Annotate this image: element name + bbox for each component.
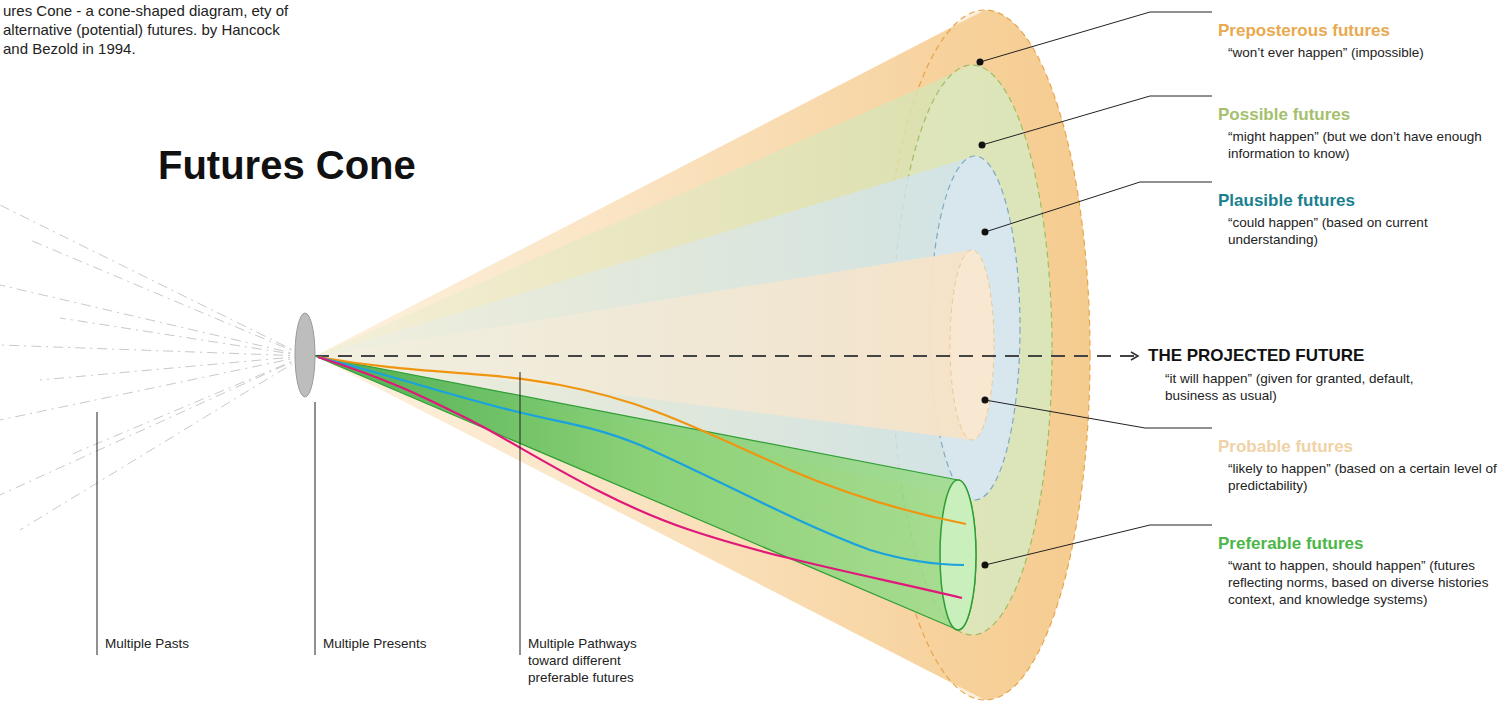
- category-description: “won’t ever happen” (impossible): [1228, 45, 1498, 62]
- projected-description: “it will happen” (given for granted, def…: [1165, 371, 1465, 405]
- leader-lines: [97, 12, 1212, 655]
- diagram-title: Futures Cone: [158, 140, 416, 190]
- category-heading: Preferable futures: [1218, 533, 1364, 554]
- category-heading: Plausible futures: [1218, 190, 1355, 211]
- part-label: Multiple Pathways toward different prefe…: [528, 636, 678, 687]
- probable-rim: [950, 250, 994, 440]
- projected-arrow: [315, 355, 1138, 357]
- leader-dots: [977, 59, 989, 569]
- category-description: “likely to happen” (based on a certain l…: [1228, 461, 1498, 495]
- possible-cone: [315, 65, 1052, 635]
- preferable-rim: [940, 480, 976, 630]
- past-lines: [0, 205, 305, 530]
- part-label: Multiple Presents: [323, 636, 427, 653]
- part-label: Multiple Pasts: [105, 636, 189, 653]
- projected-heading: THE PROJECTED FUTURE: [1148, 345, 1364, 366]
- category-description: “could happen” (based on current underst…: [1228, 215, 1498, 249]
- category-heading: Preposterous futures: [1218, 20, 1390, 41]
- caption-text: ures Cone - a cone-shaped diagram, ety o…: [3, 2, 303, 58]
- category-heading: Possible futures: [1218, 104, 1350, 125]
- category-description: “want to happen, should happen” (futures…: [1228, 558, 1496, 609]
- present-disc: [295, 313, 315, 397]
- pathways: [318, 357, 966, 598]
- preferable-tube: [315, 356, 976, 630]
- category-heading: Probable futures: [1218, 436, 1353, 457]
- category-description: “might happen” (but we don’t have enough…: [1228, 129, 1498, 163]
